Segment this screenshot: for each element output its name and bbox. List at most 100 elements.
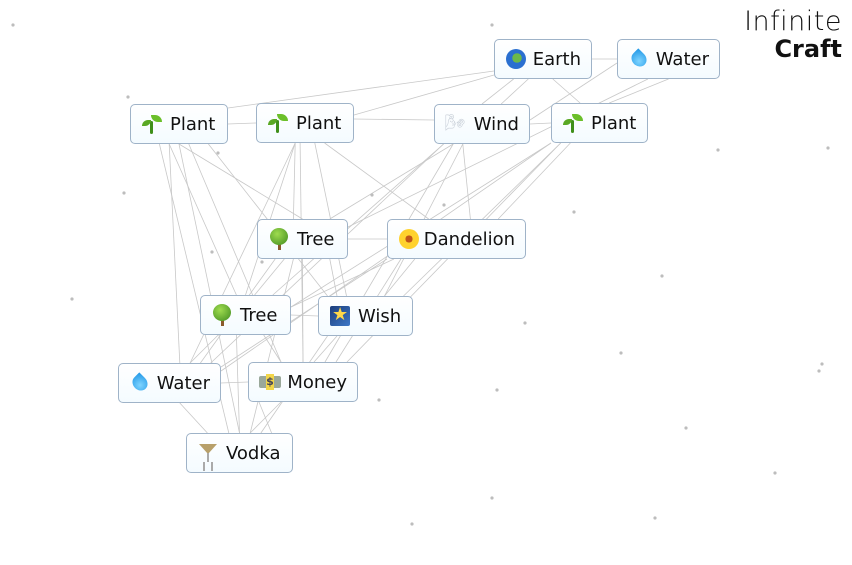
- item-water[interactable]: Water: [118, 363, 221, 403]
- earth-globe-icon: [505, 48, 526, 70]
- background-dot: [70, 297, 74, 301]
- connection-line: [220, 258, 388, 368]
- background-dot: [572, 210, 576, 214]
- item-earth[interactable]: Earth: [494, 39, 592, 79]
- item-plant[interactable]: Plant: [551, 103, 648, 143]
- tree-icon: [211, 304, 233, 326]
- background-dot: [653, 516, 657, 520]
- connection-line: [189, 334, 219, 364]
- logo-line1: Infinite: [744, 6, 842, 37]
- water-drop-icon: [129, 372, 150, 394]
- connection-line: [220, 381, 249, 384]
- background-dot: [377, 398, 381, 402]
- connection-line: [313, 335, 338, 363]
- connection-line: [353, 118, 435, 121]
- connection-line: [353, 74, 495, 116]
- item-label: Tree: [297, 228, 335, 250]
- shooting-star-icon: [329, 304, 351, 327]
- background-dot: [523, 321, 527, 325]
- connection-line: [258, 401, 272, 434]
- connection-line: [347, 78, 649, 228]
- cocktail-glass-icon: [197, 442, 219, 464]
- background-dot: [490, 23, 494, 27]
- connection-line: [462, 143, 471, 220]
- item-label: Water: [655, 48, 709, 70]
- connection-line: [290, 258, 395, 308]
- connection-line: [324, 142, 429, 220]
- background-dot: [126, 95, 130, 99]
- background-dot: [442, 203, 446, 207]
- item-water[interactable]: Water: [617, 39, 720, 79]
- connection-line: [179, 402, 208, 434]
- connection-line: [290, 314, 319, 317]
- background-dot: [716, 148, 720, 152]
- connection-line: [178, 143, 240, 434]
- tree-icon: [268, 228, 290, 250]
- connection-line: [481, 78, 514, 105]
- item-label: Plant: [591, 112, 637, 134]
- connection-line: [168, 143, 181, 364]
- sunflower-icon: [398, 228, 419, 250]
- background-dot: [490, 496, 494, 500]
- connection-line: [500, 78, 529, 105]
- background-dot: [122, 191, 126, 195]
- infinite-craft-logo: Infinite Craft: [744, 8, 842, 61]
- background-dot: [410, 522, 414, 526]
- item-label: Wind: [473, 113, 519, 135]
- connection-line: [293, 142, 296, 220]
- item-label: Wish: [358, 305, 402, 327]
- connection-line: [168, 143, 237, 296]
- item-label: Plant: [170, 113, 216, 135]
- item-label: Tree: [240, 304, 278, 326]
- background-dot: [826, 146, 830, 150]
- background-dot: [11, 23, 15, 27]
- connection-line: [529, 62, 618, 121]
- item-wish[interactable]: Wish: [318, 296, 413, 336]
- background-dot: [817, 369, 821, 373]
- item-label: Earth: [532, 48, 581, 70]
- background-dot: [210, 250, 214, 254]
- connection-line: [227, 122, 257, 125]
- connection-line: [227, 70, 495, 109]
- background-dot: [216, 151, 220, 155]
- item-vodka[interactable]: Vodka: [186, 433, 293, 473]
- seedling-icon: [141, 113, 163, 135]
- background-dot: [660, 274, 664, 278]
- seedling-icon: [562, 112, 584, 134]
- background-dots: [11, 23, 830, 526]
- item-tree[interactable]: Tree: [200, 295, 291, 335]
- background-dot: [773, 471, 777, 475]
- connection-line: [497, 142, 571, 220]
- item-label: Water: [156, 372, 210, 394]
- connection-line: [552, 78, 581, 104]
- connection-line: [609, 78, 669, 104]
- connection-line: [272, 143, 444, 296]
- seedling-icon: [267, 112, 289, 134]
- item-label: Plant: [296, 112, 342, 134]
- logo-line2: Craft: [774, 35, 842, 63]
- water-drop-icon: [628, 48, 649, 70]
- background-dot: [370, 193, 374, 197]
- connection-line: [254, 258, 285, 296]
- item-tree[interactable]: Tree: [257, 219, 348, 259]
- item-money[interactable]: Money: [248, 362, 358, 402]
- background-dot: [495, 388, 499, 392]
- connection-line: [249, 258, 294, 434]
- connection-line: [178, 143, 303, 220]
- item-label: Vodka: [226, 442, 281, 464]
- wind-face-icon: [445, 113, 467, 135]
- item-dandelion[interactable]: Dandelion: [387, 219, 526, 259]
- item-plant[interactable]: Plant: [256, 103, 354, 143]
- money-bill-icon: [259, 371, 282, 393]
- background-dot: [619, 351, 623, 355]
- connection-line: [329, 258, 338, 297]
- connection-line: [263, 334, 282, 363]
- item-wind[interactable]: Wind: [434, 104, 530, 144]
- connection-line: [384, 258, 416, 297]
- connection-line: [329, 143, 454, 220]
- background-dot: [260, 260, 264, 264]
- connection-line: [236, 334, 240, 434]
- item-plant[interactable]: Plant: [130, 104, 228, 144]
- background-dot: [820, 362, 824, 366]
